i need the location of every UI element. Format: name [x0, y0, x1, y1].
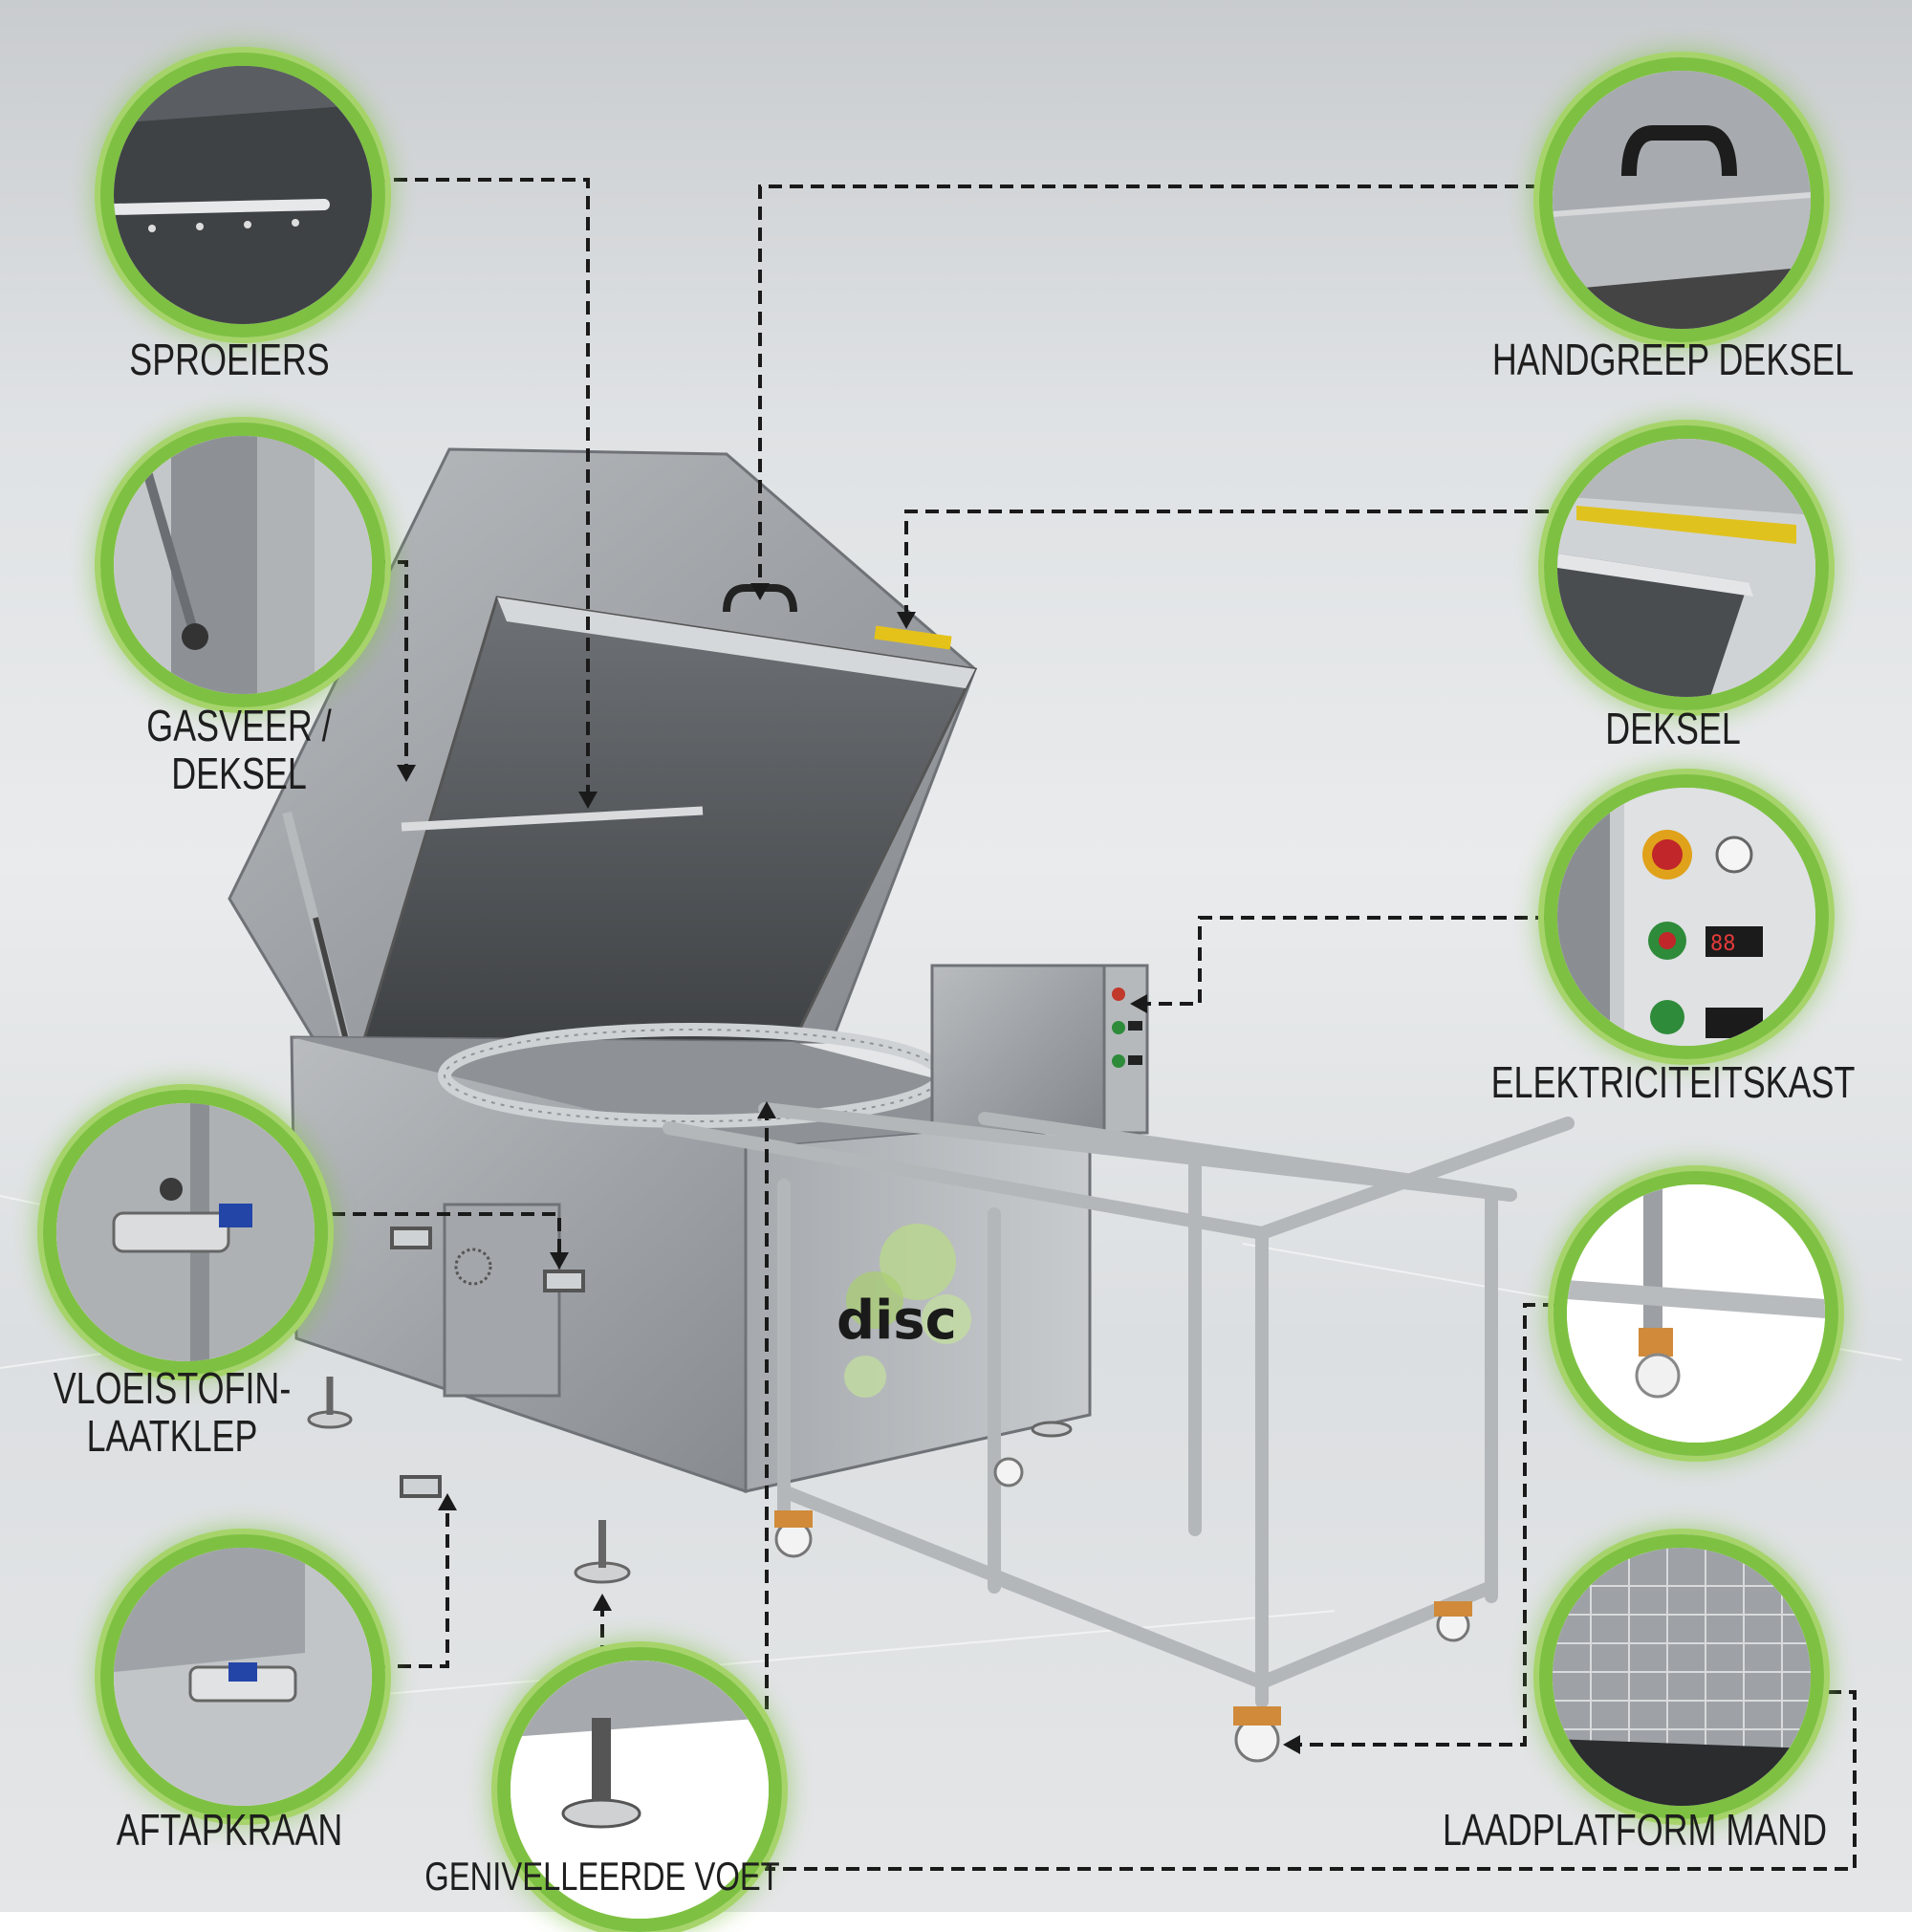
basket-icon [1553, 1548, 1811, 1806]
callout-laadplatform-mand [1539, 1534, 1824, 1819]
callout-elektriciteitskast: 88 [1544, 774, 1829, 1059]
lid-icon [1557, 439, 1815, 697]
spray-nozzle-icon [114, 66, 372, 324]
leveling-foot-icon [511, 1661, 769, 1919]
callout-aftapkraan [100, 1534, 385, 1819]
inlet-valve-icon [56, 1103, 315, 1361]
callout-sproeiers [100, 53, 385, 337]
svg-text:88: 88 [1710, 932, 1736, 956]
control-panel-icon: 88 [1557, 788, 1815, 1046]
label-sproeiers: SPROEIERS [129, 335, 330, 384]
caster-wheel-icon [1567, 1184, 1825, 1443]
drain-tap-icon [114, 1548, 372, 1806]
gas-spring-icon [114, 436, 372, 694]
callout-genivelleerde-voet [497, 1647, 782, 1932]
callout-vloeistofinlaatklep [43, 1090, 328, 1375]
label-gasveer-deksel: GASVEER / DEKSEL [146, 701, 332, 798]
label-deksel: DEKSEL [1605, 704, 1741, 753]
label-genivelleerde-voet: GENIVELLEERDE VOET [424, 1854, 780, 1899]
label-aftapkraan: AFTAPKRAAN [116, 1805, 343, 1855]
label-handgreep-deksel: HANDGREEP DEKSEL [1491, 335, 1855, 384]
label-vloeistofinlaatklep: VLOEISTOFIN- LAATKLEP [53, 1363, 292, 1461]
brand-logo: disc [836, 1290, 957, 1352]
lid-handle-icon [1553, 71, 1811, 329]
callout-handgreep-deksel [1539, 57, 1824, 342]
callout-gasveer [100, 423, 385, 707]
label-elektriciteitskast: ELEKTRICITEITSKAST [1490, 1057, 1856, 1107]
callout-zwenkwiel [1554, 1171, 1838, 1456]
callout-deksel [1544, 425, 1829, 710]
label-laadplatform-mand: LAADPLATFORM MAND [1442, 1805, 1828, 1855]
